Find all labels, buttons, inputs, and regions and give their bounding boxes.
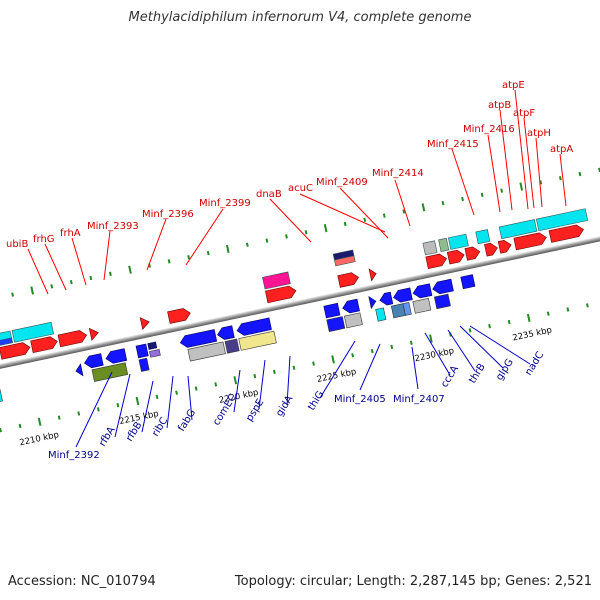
- kbp-label: 2225 kbp: [316, 367, 357, 385]
- gene-label-bottom: Minf_2392: [48, 450, 100, 461]
- gene-label-top: Minf_2416: [463, 124, 515, 135]
- gene-label-top: Minf_2393: [87, 221, 139, 232]
- top-strand-annotation-row: [0, 208, 589, 347]
- gene-label-bottom: fabG: [176, 408, 198, 434]
- gene-label-top: atpB: [488, 100, 511, 111]
- top-gene-labels: ubiB frhG frhA Minf_2393 Minf_2396 Minf_…: [6, 80, 573, 250]
- gene-label-top: atpF: [513, 108, 535, 119]
- gene-label-bottom: cccA: [439, 364, 461, 390]
- gene-label-top: acuC: [288, 183, 313, 194]
- gene-label-top: Minf_2409: [316, 177, 368, 188]
- gene-label-bottom: nadC: [523, 350, 546, 378]
- gene-label-top: Minf_2399: [199, 198, 251, 209]
- gene-label-bottom: gidA: [274, 394, 295, 419]
- topology-text: Topology: circular; Length: 2,287,145 bp…: [234, 574, 592, 589]
- gene-label-top: frhG: [33, 234, 55, 245]
- gene-label-top: atpH: [527, 128, 551, 139]
- gene-label-bottom: glpG: [494, 357, 516, 383]
- top-leader-lines: [27, 89, 567, 295]
- outer-ticks-top: [11, 167, 600, 297]
- gene-label-top: Minf_2414: [372, 168, 424, 179]
- outer-ticks-bottom: [0, 303, 589, 433]
- top-strand-genes: [0, 224, 584, 360]
- gene-label-top: Minf_2396: [142, 209, 194, 220]
- accession-text: Accession: NC_010794: [8, 574, 156, 589]
- map-title: Methylacidiphilum infernorum V4, complet…: [128, 10, 472, 25]
- genome-backbone: [0, 220, 600, 384]
- kbp-label: 2235 kbp: [512, 325, 553, 343]
- gene-label-top: frhA: [60, 228, 81, 239]
- gene-label-bottom: pspE: [244, 397, 266, 423]
- gene-label-top: ubiB: [6, 239, 28, 250]
- gene-label-bottom: thrB: [467, 362, 488, 386]
- kbp-label: 2210 kbp: [19, 430, 60, 448]
- bottom-strand-annotation-row: [0, 293, 451, 408]
- gene-label-bottom: Minf_2405: [334, 394, 386, 405]
- gene-label-top: atpE: [502, 80, 525, 91]
- gene-label-top: dnaB: [256, 189, 282, 200]
- gene-label-top: Minf_2415: [427, 139, 479, 150]
- gene-label-top: atpA: [550, 144, 573, 155]
- gene-label-bottom: Minf_2407: [393, 394, 445, 405]
- bottom-leader-lines: [75, 325, 531, 448]
- bottom-strand-genes: [75, 274, 476, 377]
